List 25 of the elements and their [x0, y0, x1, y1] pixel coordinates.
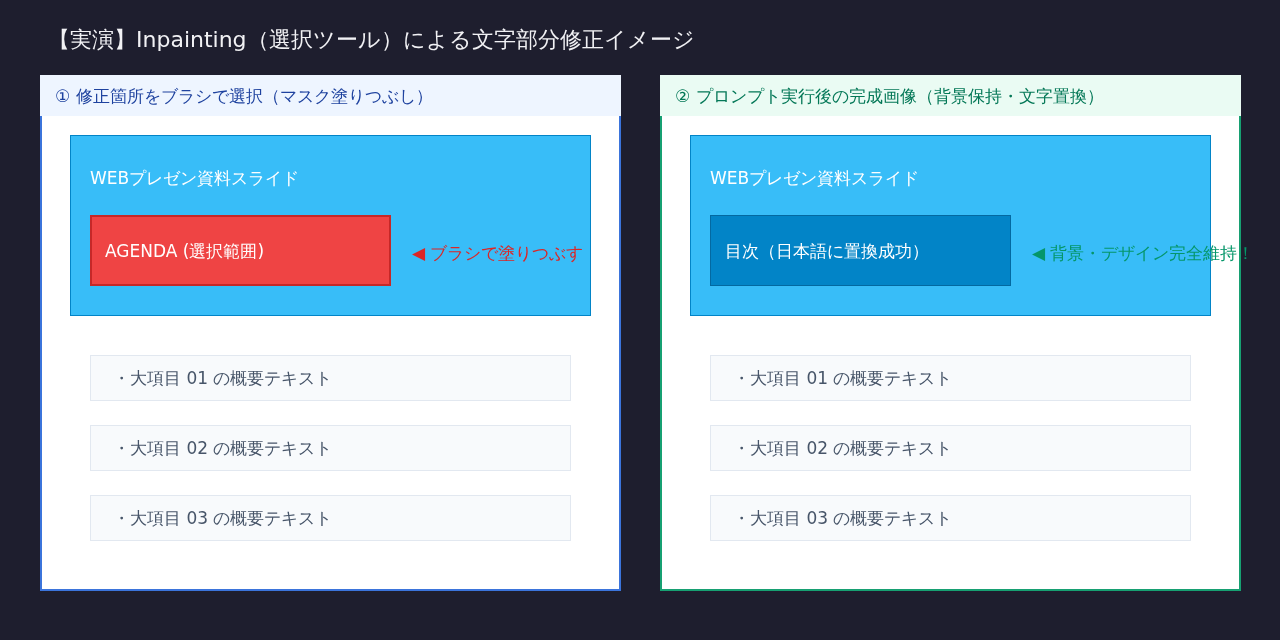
replaced-text-box	[710, 215, 1011, 286]
list-row	[90, 425, 571, 471]
row-text: ・大項目 01 の概要テキスト	[733, 367, 953, 389]
row-text: ・大項目 02 の概要テキスト	[113, 437, 333, 459]
brush-mask-box	[90, 215, 391, 286]
panel-heading: ① 修正箇所をブラシで選択（マスク塗りつぶし）	[40, 75, 621, 116]
slide-title: WEBプレゼン資料スライド	[710, 167, 920, 189]
step-panel	[40, 75, 621, 591]
step-panel	[660, 75, 1241, 591]
box-label: 目次（日本語に置換成功）	[725, 239, 929, 262]
row-text: ・大項目 03 の概要テキスト	[113, 507, 333, 529]
list-row	[90, 495, 571, 541]
panel-heading: ② プロンプト実行後の完成画像（背景保持・文字置換）	[660, 75, 1241, 116]
slide-title: WEBプレゼン資料スライド	[90, 167, 300, 189]
list-row	[90, 355, 571, 401]
list-row	[710, 495, 1191, 541]
row-text: ・大項目 02 の概要テキスト	[733, 437, 953, 459]
slide-mockup	[70, 135, 591, 316]
box-label: AGENDA (選択範囲)	[105, 239, 265, 262]
annotation-text: ◀ ブラシで塗りつぶす	[412, 242, 584, 264]
page-title: 【実演】Inpainting（選択ツール）による文字部分修正イメージ	[48, 26, 695, 54]
list-row	[710, 355, 1191, 401]
list-row	[710, 425, 1191, 471]
row-text: ・大項目 03 の概要テキスト	[733, 507, 953, 529]
row-text: ・大項目 01 の概要テキスト	[113, 367, 333, 389]
